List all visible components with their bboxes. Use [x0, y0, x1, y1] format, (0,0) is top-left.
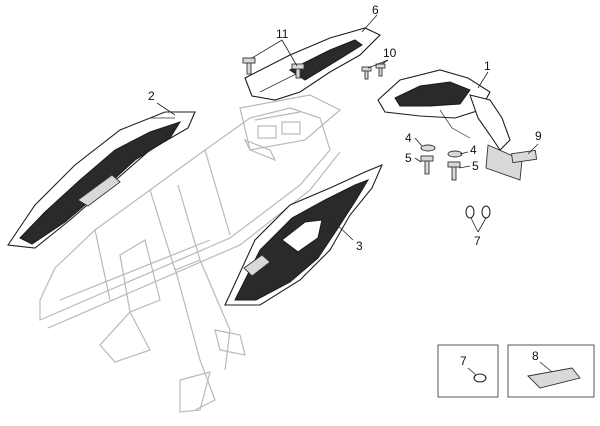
- screw-10b: [375, 63, 386, 77]
- washer-4a: [420, 144, 436, 152]
- screw-11: [242, 57, 256, 75]
- callout-8: 8: [532, 349, 539, 363]
- fasteners: [242, 57, 491, 219]
- right-side-fairing: [224, 163, 384, 306]
- grommet-7b: [481, 205, 491, 219]
- callout-numbers: 1 2 3 4 4 5 5 6 7 7 8 9 10 11: [148, 3, 542, 368]
- callout-10: 10: [383, 46, 397, 60]
- callout-2: 2: [148, 89, 155, 103]
- screw-5a: [420, 155, 434, 175]
- leader-lines: [156, 14, 539, 241]
- rear-frame: [39, 94, 342, 413]
- tail-cover: [244, 27, 381, 101]
- callout-3: 3: [356, 239, 363, 253]
- license-plate-holder: [377, 69, 523, 181]
- callout-7: 7: [474, 234, 481, 248]
- callout-9: 9: [535, 129, 542, 143]
- grommet-7a: [465, 205, 475, 219]
- screw-5b: [447, 161, 461, 181]
- callout-1: 1: [484, 59, 491, 73]
- screw-10a: [361, 66, 372, 80]
- callout-4a: 4: [405, 131, 412, 145]
- screw-11b: [291, 63, 305, 79]
- reflector: [511, 149, 538, 164]
- inset-box-7: [437, 344, 499, 398]
- inset-box-8: [507, 344, 595, 398]
- callout-5a: 5: [405, 151, 412, 165]
- callout-7-inset: 7: [460, 354, 467, 368]
- callout-11: 11: [276, 27, 289, 41]
- callout-4b: 4: [470, 143, 477, 157]
- washer-4b: [447, 150, 463, 158]
- callout-6: 6: [372, 3, 379, 17]
- callout-5b: 5: [472, 159, 479, 173]
- left-side-fairing: [7, 111, 196, 249]
